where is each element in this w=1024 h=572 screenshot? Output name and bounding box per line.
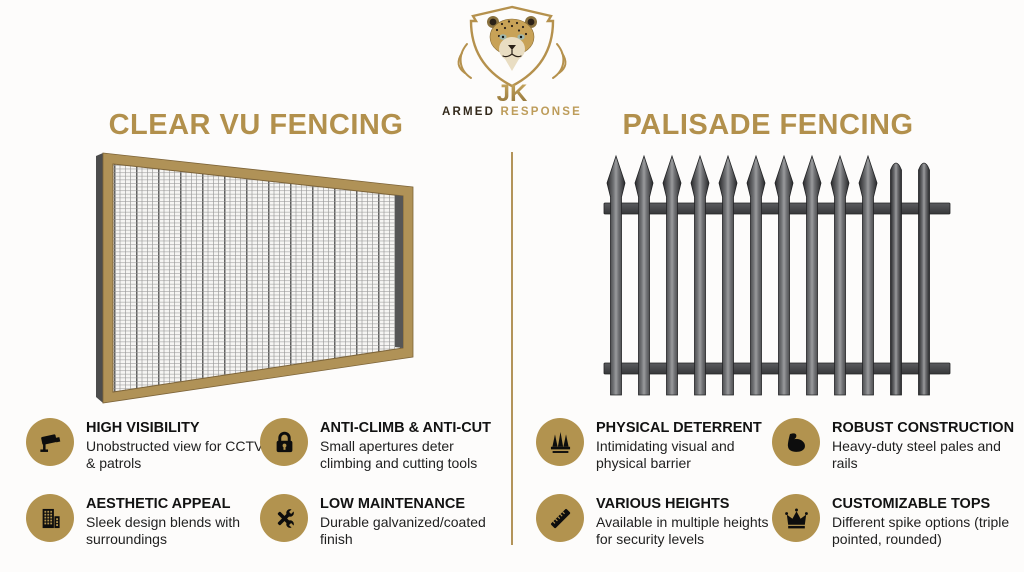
brand-logo: JK bbox=[447, 4, 577, 109]
feature-description: Heavy-duty steel pales and rails bbox=[832, 438, 1001, 471]
palisade-title: PALISADE FENCING bbox=[622, 109, 914, 141]
crown-icon bbox=[772, 494, 820, 542]
panel-side-face bbox=[96, 153, 103, 403]
clearvu-title: CLEAR VU FENCING bbox=[108, 109, 404, 141]
clearvu-fence-illustration bbox=[96, 152, 414, 404]
palisade-pale bbox=[662, 154, 682, 396]
feature-description: Unobstructed view for CCTV & patrols bbox=[86, 438, 264, 471]
palisade-pale bbox=[830, 154, 850, 396]
palisade-pale bbox=[746, 154, 766, 396]
brand-tagline: ARMED RESPONSE bbox=[0, 106, 1024, 118]
feature-anti-climb: ANTI-CLIMB & ANTI-CUT Small apertures de… bbox=[260, 418, 508, 494]
cctv-camera-icon bbox=[26, 418, 74, 466]
feature-title: CUSTOMIZABLE TOPS bbox=[832, 496, 991, 512]
building-icon bbox=[26, 494, 74, 542]
palisade-fence-illustration bbox=[603, 154, 951, 396]
feature-various-heights: VARIOUS HEIGHTS Available in multiple he… bbox=[536, 494, 772, 570]
feature-low-maintenance: LOW MAINTENANCE Durable galvanized/coate… bbox=[260, 494, 508, 570]
palisade-pale bbox=[774, 154, 794, 396]
feature-description: Durable galvanized/coated finish bbox=[320, 514, 486, 547]
palisade-pale bbox=[634, 154, 654, 396]
ruler-icon bbox=[536, 494, 584, 542]
feature-title: ROBUST CONSTRUCTION bbox=[832, 420, 1015, 436]
feature-title: ANTI-CLIMB & ANTI-CUT bbox=[320, 420, 492, 436]
palisade-features: PHYSICAL DETERRENT Intimidating visual a… bbox=[536, 418, 1022, 570]
palisade-pale bbox=[690, 154, 710, 396]
leopard-shield-icon: JK bbox=[457, 5, 567, 107]
tagline-armed: ARMED bbox=[441, 106, 496, 118]
palisade-pale bbox=[802, 154, 822, 396]
feature-title: VARIOUS HEIGHTS bbox=[596, 496, 730, 512]
feature-high-visibility: HIGH VISIBILITY Unobstructed view for CC… bbox=[26, 418, 263, 494]
palisade-pale bbox=[918, 162, 930, 396]
palisade-pale bbox=[606, 154, 626, 396]
feature-description: Intimidating visual and physical barrier bbox=[596, 438, 735, 471]
leopard-head bbox=[487, 16, 537, 71]
feature-description: Small apertures deter climbing and cutti… bbox=[320, 438, 478, 471]
feature-description: Different spike options (triple pointed,… bbox=[832, 514, 1010, 547]
feature-description: Sleek design blends with surroundings bbox=[86, 514, 241, 547]
feature-customizable-tops: CUSTOMIZABLE TOPS Different spike option… bbox=[772, 494, 1022, 570]
feature-description: Available in multiple heights for securi… bbox=[596, 514, 769, 547]
vertical-divider bbox=[511, 152, 513, 545]
feature-aesthetic-appeal: AESTHETIC APPEAL Sleek design blends wit… bbox=[26, 494, 260, 570]
palisade-pales bbox=[606, 154, 930, 396]
feature-title: AESTHETIC APPEAL bbox=[86, 496, 231, 512]
panel-inner-edge bbox=[395, 195, 403, 348]
padlock-icon bbox=[260, 418, 308, 466]
palisade-pale bbox=[718, 154, 738, 396]
spikes-icon bbox=[536, 418, 584, 466]
feature-physical-deterrent: PHYSICAL DETERRENT Intimidating visual a… bbox=[536, 418, 772, 494]
clearvu-features: HIGH VISIBILITY Unobstructed view for CC… bbox=[26, 418, 508, 570]
feature-robust-construction: ROBUST CONSTRUCTION Heavy-duty steel pal… bbox=[772, 418, 1022, 494]
feature-title: HIGH VISIBILITY bbox=[86, 420, 200, 436]
feature-title: PHYSICAL DETERRENT bbox=[596, 420, 762, 436]
palisade-pale bbox=[858, 154, 878, 396]
brand-monogram: JK bbox=[497, 80, 528, 104]
tagline-response: RESPONSE bbox=[500, 106, 583, 118]
feature-title: LOW MAINTENANCE bbox=[320, 496, 465, 512]
palisade-pale bbox=[890, 162, 902, 396]
bicep-icon bbox=[772, 418, 820, 466]
crossed-wrenches-icon bbox=[260, 494, 308, 542]
